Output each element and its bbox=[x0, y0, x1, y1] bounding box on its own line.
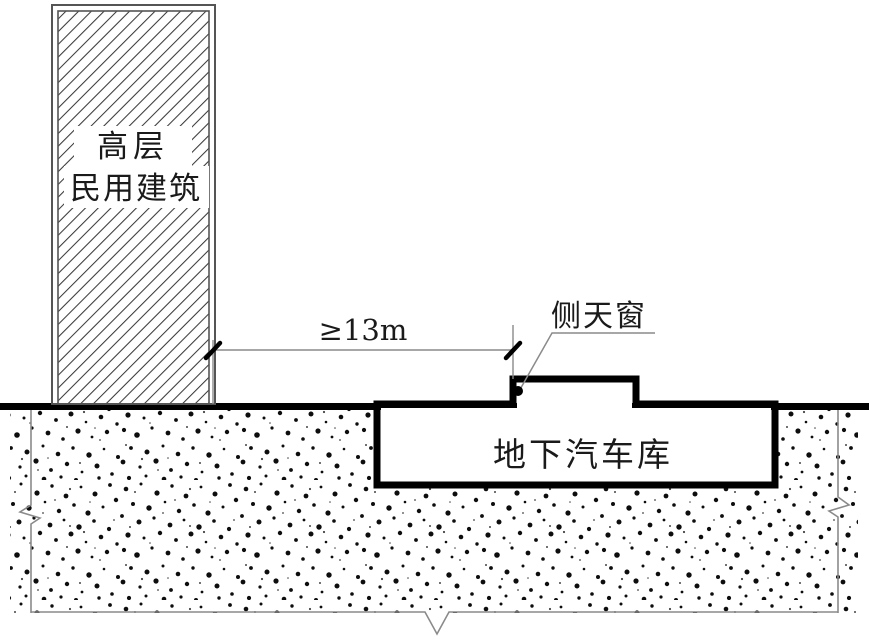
garage-label: 地下汽车库 bbox=[493, 435, 673, 474]
clearance-dimension-group: ≥13m bbox=[203, 313, 523, 404]
underground-garage-outline bbox=[373, 375, 779, 489]
dimension-tick-right bbox=[503, 340, 523, 361]
building-label-box-2 bbox=[64, 166, 209, 208]
garage-interior-fill bbox=[381, 383, 771, 481]
building-label-box-1 bbox=[74, 126, 192, 166]
soil-boundary-lines bbox=[18, 408, 851, 636]
skylight-leader-dot bbox=[513, 386, 523, 396]
skylight-annotation-group: 侧天窗 bbox=[513, 299, 655, 396]
break-line-left bbox=[18, 408, 42, 613]
dimension-tick-left bbox=[203, 340, 223, 361]
building-label-line1: 高层 bbox=[97, 129, 169, 165]
building-label-line2: 民用建筑 bbox=[70, 171, 202, 207]
building-label-group: 高层 民用建筑 bbox=[64, 126, 209, 208]
break-line-right bbox=[827, 408, 851, 613]
skylight-leader-line bbox=[517, 332, 655, 394]
break-line-bottom bbox=[31, 611, 838, 636]
skylight-label: 侧天窗 bbox=[551, 299, 647, 334]
dimension-label: ≥13m bbox=[319, 313, 408, 347]
